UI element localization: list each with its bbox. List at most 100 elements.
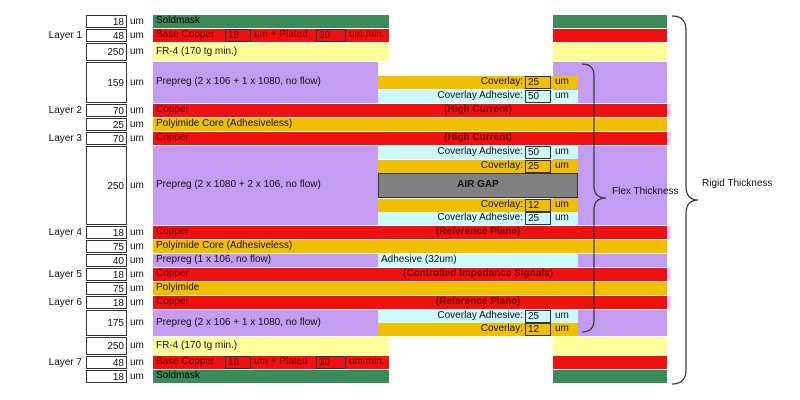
unit-label: um — [130, 340, 144, 351]
copper-label: Copper — [156, 226, 189, 237]
thickness-cell: 250 — [86, 146, 127, 225]
copper-band — [153, 296, 667, 309]
pink-edge — [667, 104, 671, 117]
plated-value[interactable]: 30 — [316, 29, 346, 42]
coverlay-band — [378, 323, 578, 336]
soldmask-band — [153, 15, 389, 28]
coverlay-band — [378, 76, 578, 89]
prepreg-label: Prepreg (2 x 106 + 1 x 1080, no flow) — [156, 76, 321, 87]
coverlay-adhesive-band — [378, 310, 578, 323]
coverlay-adhesive-label: Coverlay Adhesive: — [437, 90, 523, 101]
coverlay-adhesive-band — [378, 90, 578, 103]
unit-label: um — [130, 296, 144, 308]
pink-edge — [667, 268, 671, 281]
layer-name: Layer 5 — [48, 268, 82, 280]
layer-name: Layer 4 — [48, 226, 82, 238]
unit-label: um — [130, 254, 144, 266]
copper-band — [153, 226, 667, 239]
coverlay-adhesive-band — [378, 146, 578, 159]
copper-band-right — [553, 29, 667, 42]
fr4-band — [153, 43, 389, 61]
copper-band — [153, 104, 667, 117]
thickness-cell: 70 — [86, 132, 127, 145]
plated-min-label: um min. — [349, 356, 385, 367]
thickness-cell: 18 — [86, 15, 127, 28]
coverlay-value[interactable]: 12 — [525, 199, 551, 212]
plated-min-label: um min. — [349, 29, 385, 40]
copper-label: Copper — [156, 132, 189, 143]
fr4-band — [153, 337, 389, 355]
polyimide-band — [153, 118, 667, 131]
copper-band-right — [553, 356, 667, 369]
coverlay-adhesive-value[interactable]: 25 — [525, 310, 551, 323]
copper-band — [153, 356, 389, 369]
thickness-cell: 18 — [86, 268, 127, 281]
polyimide-label: Polyimide — [156, 282, 200, 293]
pink-edge — [667, 226, 671, 239]
unit-label: um — [130, 226, 144, 238]
unit-label: um — [130, 76, 144, 88]
thickness-cell: 250 — [86, 337, 127, 355]
plated-value[interactable]: 30 — [316, 356, 346, 369]
coverlay-value[interactable]: 25 — [525, 160, 551, 173]
pink-edge — [667, 132, 671, 145]
unit-label: um — [130, 179, 144, 191]
coverlay-band — [378, 160, 578, 173]
prepreg-band — [153, 62, 378, 103]
thickness-cell: 75 — [86, 282, 127, 295]
coverlay-adhesive-label: Coverlay Adhesive: — [437, 146, 523, 157]
base-copper-value[interactable]: 18 — [225, 29, 251, 42]
layer-name: Layer 2 — [48, 104, 82, 116]
coverlay-value[interactable]: 25 — [525, 76, 551, 89]
adhesive-band — [378, 254, 578, 267]
coverlay-unit: um — [555, 323, 569, 334]
rigid-bracket-icon — [671, 15, 699, 385]
coverlay-adhesive-unit: um — [555, 90, 569, 101]
prepreg-label: Prepreg (1 x 106, no flow) — [156, 254, 272, 265]
unit-label: um — [130, 370, 144, 382]
copper-band — [153, 132, 667, 145]
polyimide-band — [153, 240, 667, 253]
coverlay-adhesive-unit: um — [555, 212, 569, 223]
base-copper-label: Base Copper — [156, 356, 215, 367]
coverlay-label: Coverlay: — [480, 323, 523, 334]
thickness-cell: 18 — [86, 370, 127, 383]
pink-edge — [667, 296, 671, 309]
coverlay-value[interactable]: 12 — [525, 323, 551, 336]
copper-band — [153, 268, 667, 281]
base-copper-value[interactable]: 18 — [225, 356, 251, 369]
unit-label: um — [130, 46, 144, 57]
unit-label: um — [130, 29, 144, 41]
polyimide-band — [153, 282, 667, 295]
prepreg-band — [153, 146, 378, 225]
thickness-cell: 48 — [86, 356, 127, 369]
thickness-cell: 159 — [86, 62, 127, 103]
coverlay-label: Coverlay: — [480, 199, 523, 210]
thickness-cell: 25 — [86, 118, 127, 131]
coverlay-adhesive-value[interactable]: 50 — [525, 146, 551, 159]
coverlay-adhesive-value[interactable]: 50 — [525, 90, 551, 103]
copper-label: Copper — [156, 104, 189, 115]
thickness-cell: 70 — [86, 104, 127, 117]
coverlay-adhesive-value[interactable]: 25 — [525, 212, 551, 225]
polyimide-label: Polyimide Core (Adhesiveless) — [156, 240, 293, 251]
coverlay-unit: um — [555, 160, 569, 171]
prepreg-band — [153, 310, 378, 336]
plated-label: um + Plated — [254, 29, 308, 40]
unit-label: um — [130, 132, 144, 144]
unit-label: um — [130, 15, 144, 27]
unit-label: um — [130, 240, 144, 252]
fr4-band-right — [553, 337, 667, 355]
plated-label: um + Plated — [254, 356, 308, 367]
soldmask-band-right — [553, 15, 667, 28]
coverlay-adhesive-label: Coverlay Adhesive: — [437, 212, 523, 223]
flex-bracket-icon — [581, 63, 607, 333]
coverlay-adhesive-unit: um — [555, 146, 569, 157]
soldmask-label: Soldmask — [156, 15, 200, 26]
soldmask-band-right — [553, 370, 667, 383]
layer-name: Layer 7 — [48, 356, 82, 368]
copper-band — [153, 29, 389, 42]
flex-thickness-label: Flex Thickness — [612, 186, 679, 197]
coverlay-adhesive-unit: um — [555, 310, 569, 321]
